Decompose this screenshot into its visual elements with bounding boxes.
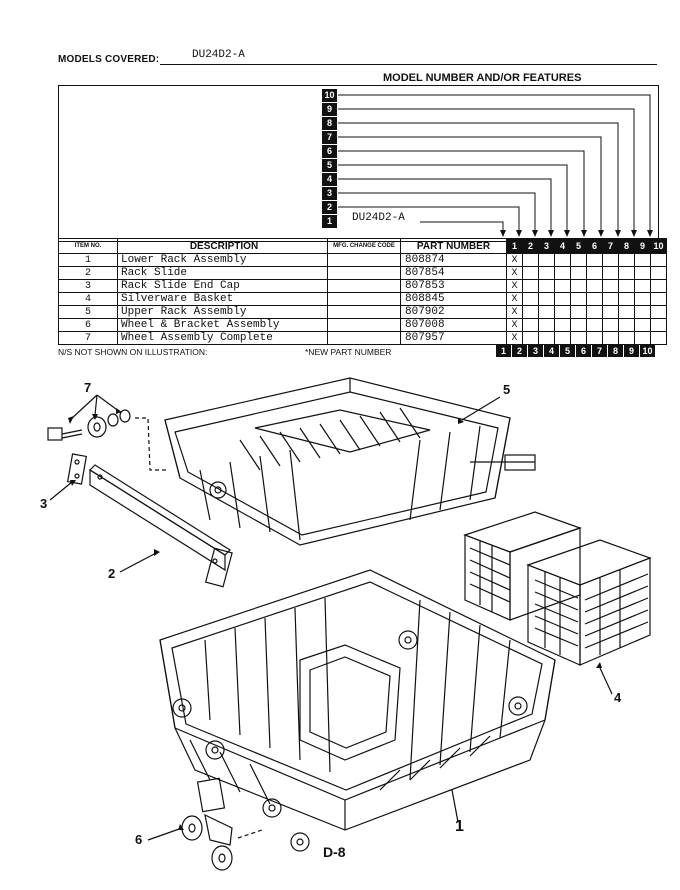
model-position-2: 2 (322, 201, 337, 214)
callout-3: 3 (40, 496, 48, 511)
part-number: 807957 (400, 331, 507, 345)
footer-model-col-7: 7 (592, 345, 607, 357)
model-position-1: 1 (322, 215, 337, 228)
model-col-2: 2 (522, 238, 539, 254)
description: Wheel & Bracket Assembly (117, 318, 328, 332)
table-row: 4 Silverware Basket 808845 X (58, 292, 667, 306)
model-position-6: 6 (322, 145, 337, 158)
model-position-8: 8 (322, 117, 337, 130)
callout-4: 4 (614, 690, 622, 705)
part-number: 808874 (400, 253, 507, 267)
table-row: 2 Rack Slide 807854 X (58, 266, 667, 280)
model-position-10: 10 (322, 89, 337, 102)
part-number: 807008 (400, 318, 507, 332)
table-header-row: ITEM NO. DESCRIPTION MFG. CHANGE CODE PA… (58, 238, 667, 254)
models-covered-underline (160, 64, 657, 65)
footer-model-col-2: 2 (512, 345, 527, 357)
model-position-7: 7 (322, 131, 337, 144)
not-shown-note: N/S NOT SHOWN ON ILLUSTRATION: (58, 347, 208, 357)
footer-model-col-8: 8 (608, 345, 623, 357)
models-covered-value: DU24D2-A (192, 49, 245, 61)
footer-model-col-6: 6 (576, 345, 591, 357)
callout-2: 2 (108, 566, 116, 581)
rack-slide-drawing (89, 464, 233, 588)
models-covered-label: MODELS COVERED: (58, 54, 160, 65)
silverware-basket-drawing (463, 511, 652, 666)
footer-model-col-1: 1 (496, 345, 511, 357)
model-position-3: 3 (322, 187, 337, 200)
footer-model-col-10: 10 (640, 345, 655, 357)
lower-rack-drawing (159, 569, 556, 852)
part-number: 807902 (400, 305, 507, 319)
wheel-assembly-drawing (47, 409, 131, 441)
model-entry-1: DU24D2-A (352, 212, 405, 224)
table-row: 7 Wheel Assembly Complete 807957 X (58, 331, 667, 345)
parts-table: ITEM NO. DESCRIPTION MFG. CHANGE CODE PA… (58, 238, 667, 345)
table-row: 3 Rack Slide End Cap 807853 X (58, 279, 667, 293)
model-col-7: 7 (602, 238, 619, 254)
page-code: D-8 (323, 844, 346, 860)
callout-7: 7 (84, 380, 92, 395)
footer-model-col-4: 4 (544, 345, 559, 357)
table-row: 6 Wheel & Bracket Assembly 807008 X (58, 318, 667, 332)
model-col-10: 10 (650, 238, 667, 254)
new-part-note: *NEW PART NUMBER (305, 347, 392, 357)
callout-5: 5 (503, 382, 511, 397)
model-col-1: 1 (506, 238, 523, 254)
upper-rack-drawing (164, 377, 536, 546)
model-features-title: MODEL NUMBER AND/OR FEATURES (383, 72, 582, 84)
description: Wheel Assembly Complete (117, 331, 328, 345)
model-position-5: 5 (322, 159, 337, 172)
callout-6: 6 (135, 832, 143, 847)
footer-model-col-3: 3 (528, 345, 543, 357)
table-row: 5 Upper Rack Assembly 807902 X (58, 305, 667, 319)
end-cap-drawing (66, 453, 88, 485)
footer-model-col-9: 9 (624, 345, 639, 357)
footer-model-col-5: 5 (560, 345, 575, 357)
callout-1: 1 (455, 818, 464, 835)
model-position-9: 9 (322, 103, 337, 116)
model-position-4: 4 (322, 173, 337, 186)
description: Silverware Basket (117, 292, 328, 306)
